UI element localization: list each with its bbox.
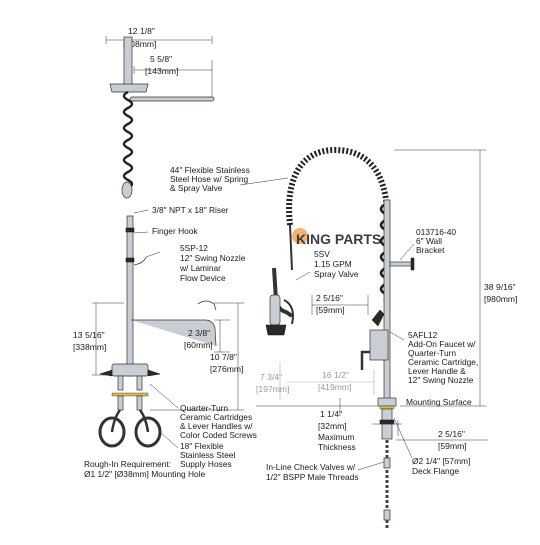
right-dimension-lines xyxy=(256,149,488,441)
addon-label-6: 12" Swing Nozzle xyxy=(408,375,474,385)
deck-flange xyxy=(377,397,397,407)
dim-2-5-16-bottom: 2 5/16" xyxy=(438,429,465,439)
dim-38-9-16-metric: [980mm] xyxy=(484,294,517,304)
dim-1-1-4: 1 1/4" xyxy=(320,409,342,419)
swing-nozzle xyxy=(131,319,217,347)
nozzle-label-3: w/ Laminar xyxy=(179,263,221,273)
addon-faucet xyxy=(360,309,389,370)
supply-hose-left xyxy=(98,416,126,448)
deck-flange-label-1: Ø2 1/4" [57mm] xyxy=(412,456,470,466)
check-valves-label-2: 1/2" BSPP Male Threads xyxy=(266,472,359,482)
hose-label-1: 44" Flexible Stainless xyxy=(170,165,250,175)
top-view-nozzle xyxy=(129,96,215,102)
supply-hoses-label-1: 18" Flexible xyxy=(180,441,224,451)
supply-hoses-label-3: Supply Hoses xyxy=(180,459,232,469)
dim-1-1-4-metric: [32mm] xyxy=(318,421,347,431)
check-valves-label-1: In-Line Check Valves w/ xyxy=(266,462,356,472)
rough-in-label-1: Rough-In Requirement: xyxy=(84,459,171,469)
max-thickness-label-2: Thickness xyxy=(318,442,356,452)
dim-2-3-8: 2 3/8" xyxy=(188,328,210,338)
addon-label-2: Add-On Faucet w/ xyxy=(408,339,476,349)
dim-2-5-16-bottom-metric: [59mm] xyxy=(438,441,467,451)
dim-10-7-8: 10 7/8" xyxy=(210,352,237,362)
top-dim-offset: 5 5/8" xyxy=(150,54,172,64)
spray-valve xyxy=(265,267,294,336)
nozzle-label-1: 5SP-12 xyxy=(180,243,208,253)
left-labels: 3/8" NPT x 18" Riser Finger Hook 5SP-12 … xyxy=(73,205,257,479)
finger-hook-label: Finger Hook xyxy=(152,226,198,236)
addon-label-3: Quarter-Turn xyxy=(408,348,456,358)
flexible-hose xyxy=(286,146,390,226)
top-dim-width-metric: [308mm] xyxy=(123,39,156,49)
supply-hoses-label-2: Stainless Steel xyxy=(180,450,236,460)
riser-pipe xyxy=(126,215,134,377)
finger-hook xyxy=(133,256,147,266)
addon-label-1: 5AFL12 xyxy=(408,330,438,340)
watermark-logo: KING PARTS xyxy=(292,228,381,247)
rough-in-label-2: Ø1 1/2" [Ø38mm] Mounting Hole xyxy=(84,469,206,479)
top-view-spray-head xyxy=(121,181,133,199)
addon-label-4: Ceramic Cartridge, xyxy=(408,357,478,367)
hose-label-2: Steel Hose w/ Spring xyxy=(170,174,249,184)
top-view: 12 1/8" [308mm] 5 5/8" [143mm] xyxy=(105,26,215,199)
dim-7-3-4: 7 3/4" xyxy=(260,372,282,382)
faucet-body xyxy=(111,363,149,377)
dim-7-3-4-metric: [197mm] xyxy=(256,384,289,394)
dim-10-7-8-metric: [276mm] xyxy=(210,364,243,374)
top-dim-width: 12 1/8" xyxy=(128,26,155,36)
riser-label: 3/8" NPT x 18" Riser xyxy=(152,205,229,215)
dim-2-5-16-top: 2 5/16" xyxy=(316,293,343,303)
left-faucet-assembly xyxy=(98,215,217,448)
cartridges-label-4: Color Coded Screws xyxy=(180,430,257,440)
mounting-surface-label: Mounting Surface xyxy=(406,397,472,407)
addon-label-5: Lever Handle & xyxy=(408,366,466,376)
top-dim-offset-metric: [143mm] xyxy=(145,66,178,76)
addon-body xyxy=(369,329,389,361)
cartridges-label-3: & Lever Handles w/ xyxy=(180,421,253,431)
dim-13-5-16: 13 5/16" xyxy=(73,330,105,340)
bracket-label-2: 6" Wall xyxy=(416,236,442,246)
top-view-spring xyxy=(122,90,134,198)
nozzle-label-2: 12" Swing Nozzle xyxy=(180,253,246,263)
right-prerinse-assembly xyxy=(265,146,415,530)
spray-valve-label-1: 5SV xyxy=(314,249,330,259)
hose-label-3: & Spray Valve xyxy=(170,183,223,193)
spray-valve-label-3: Spray Valve xyxy=(314,269,359,279)
cartridges-label-1: Quarter-Turn xyxy=(180,403,228,413)
watermark-text: KING PARTS xyxy=(296,231,381,247)
dim-16-1-2-metric: [419mm] xyxy=(318,382,351,392)
dim-2-3-8-metric: [60mm] xyxy=(184,340,213,350)
top-view-handles xyxy=(109,83,149,93)
right-labels: 44" Flexible Stainless Steel Hose w/ Spr… xyxy=(170,165,517,482)
deck-flange-label-2: Deck Flange xyxy=(412,466,459,476)
prerinse-riser xyxy=(383,199,391,401)
spray-valve-label-2: 1.15 GPM xyxy=(314,259,352,269)
nozzle-label-4: Flow Device xyxy=(180,273,226,283)
dim-38-9-16: 38 9/16" xyxy=(484,282,516,292)
wall-bracket xyxy=(389,261,413,267)
dim-16-1-2: 16 1/2" xyxy=(322,370,349,380)
cartridges-label-2: Ceramic Cartridges xyxy=(180,412,252,422)
top-view-riser xyxy=(123,36,133,86)
bracket-label-3: Bracket xyxy=(416,245,445,255)
bracket-label-1: 013716-40 xyxy=(416,227,456,237)
max-thickness-label-1: Maximum xyxy=(318,432,354,442)
left-dimension-lines xyxy=(92,302,244,411)
dim-2-5-16-top-metric: [59mm] xyxy=(316,305,345,315)
dim-13-5-16-metric: [338mm] xyxy=(73,342,106,352)
